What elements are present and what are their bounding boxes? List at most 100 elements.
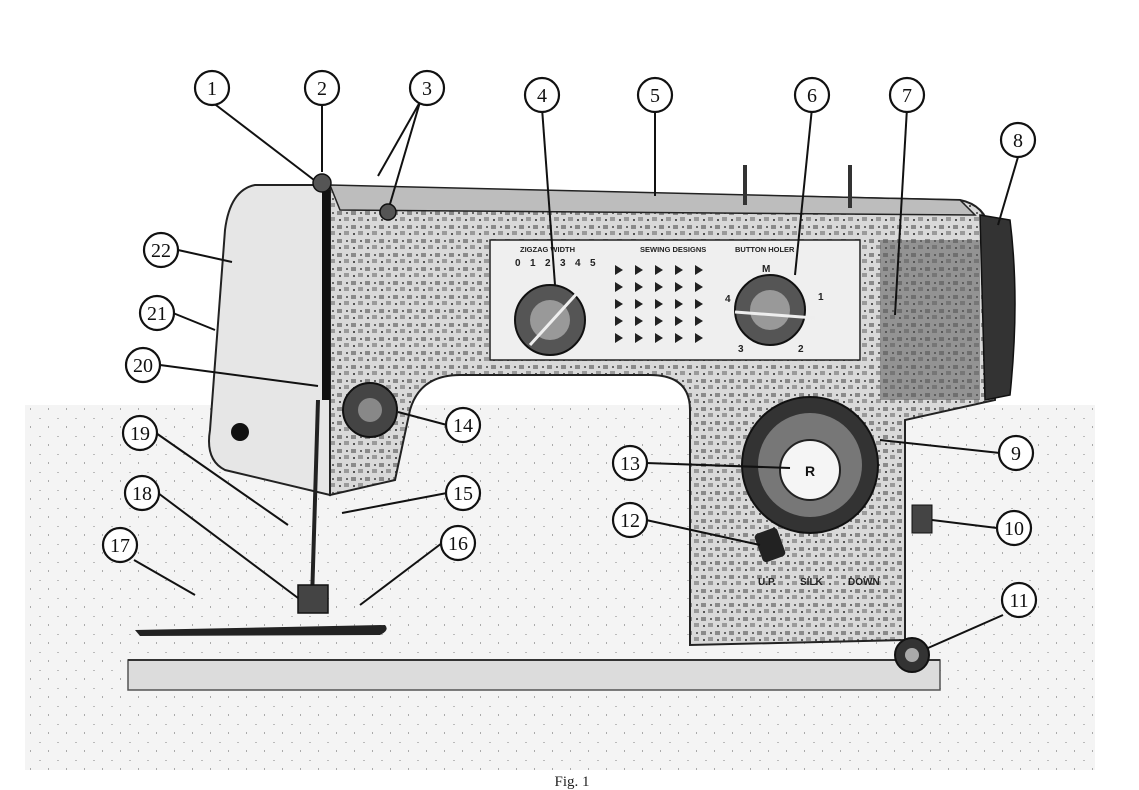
callout-circle — [193, 69, 231, 107]
callout-number: 22 — [151, 240, 171, 262]
callout-circle — [121, 414, 159, 452]
zigzag-scale-mark: 5 — [590, 258, 596, 269]
design-pattern-mark — [615, 316, 623, 326]
callout-number: 4 — [537, 85, 547, 107]
callout-1: 1 — [193, 69, 231, 107]
callout-circle — [997, 434, 1035, 472]
callout-circle — [636, 76, 674, 114]
callout-16: 16 — [439, 524, 477, 562]
callout-number: 21 — [147, 303, 167, 325]
zigzag-scale-mark: 3 — [560, 258, 566, 269]
callout-11: 11 — [1000, 581, 1038, 619]
sewing-designs-label: SEWING DESIGNS — [640, 245, 706, 254]
button-holer-mark-m: M — [762, 264, 770, 275]
design-pattern-mark — [655, 282, 663, 292]
design-pattern-mark — [615, 282, 623, 292]
design-pattern-mark — [655, 316, 663, 326]
callout-number: 10 — [1004, 518, 1024, 540]
callout-circle — [439, 524, 477, 562]
callout-17: 17 — [101, 526, 139, 564]
design-pattern-mark — [635, 333, 643, 343]
callout-4: 4 — [523, 76, 561, 114]
sewing-designs-grid — [615, 265, 703, 343]
callout-circle — [444, 474, 482, 512]
machine-base — [25, 405, 1095, 770]
callout-number: 18 — [132, 483, 152, 505]
zigzag-scale-mark: 4 — [575, 258, 581, 269]
callout-18: 18 — [123, 474, 161, 512]
callout-circle — [611, 501, 649, 539]
callout-14: 14 — [444, 406, 482, 444]
design-pattern-mark — [695, 316, 703, 326]
design-pattern-mark — [675, 299, 683, 309]
design-pattern-mark — [675, 265, 683, 275]
callout-number: 12 — [620, 510, 640, 532]
callout-number: 1 — [207, 78, 217, 100]
callout-circle — [101, 526, 139, 564]
callout-circle — [999, 121, 1037, 159]
leader-lines — [133, 101, 1019, 649]
callout-2: 2 — [303, 69, 341, 107]
callout-circle — [142, 231, 180, 269]
design-pattern-mark — [695, 333, 703, 343]
design-pattern-mark — [675, 282, 683, 292]
design-pattern-mark — [675, 333, 683, 343]
design-pattern-mark — [655, 333, 663, 343]
drop-feed-label-up: U.P. — [758, 577, 776, 588]
zigzag-width-label: ZIGZAG WIDTH — [520, 245, 575, 254]
button-holer-label: BUTTON HOLER — [735, 245, 795, 254]
callout-circle — [611, 444, 649, 482]
drop-feed-label-silk: SILK — [800, 577, 824, 588]
design-pattern-mark — [635, 316, 643, 326]
design-pattern-mark — [635, 282, 643, 292]
callout-15: 15 — [444, 474, 482, 512]
drop-feed-knob[interactable] — [754, 527, 787, 563]
design-pattern-mark — [655, 299, 663, 309]
callout-circle — [995, 509, 1033, 547]
callout-10: 10 — [995, 509, 1033, 547]
callout-circle — [888, 76, 926, 114]
callout-19: 19 — [121, 414, 159, 452]
callout-3: 3 — [408, 69, 446, 107]
button-holer-mark-2: 2 — [798, 344, 804, 355]
callout-circle — [123, 474, 161, 512]
design-pattern-mark — [655, 265, 663, 275]
callout-circle — [303, 69, 341, 107]
callout-number: 7 — [902, 85, 912, 107]
callout-circle — [1000, 581, 1038, 619]
callout-number: 9 — [1011, 443, 1021, 465]
callout-9: 9 — [997, 434, 1035, 472]
control-panel: ZIGZAG WIDTH SEWING DESIGNS BUTTON HOLER… — [489, 239, 861, 361]
callout-8: 8 — [999, 121, 1037, 159]
callout-circle — [138, 294, 176, 332]
callout-number: 15 — [453, 483, 473, 505]
callout-number: 3 — [422, 78, 432, 100]
design-pattern-mark — [675, 316, 683, 326]
callout-number: 6 — [807, 85, 817, 107]
reverse-button[interactable] — [779, 439, 841, 501]
drop-feed-label-down: DOWN — [848, 577, 880, 588]
callout-circle — [444, 406, 482, 444]
zigzag-scale-mark: 2 — [545, 258, 551, 269]
design-pattern-mark — [695, 299, 703, 309]
callout-number: 11 — [1009, 590, 1028, 612]
callout-number: 14 — [453, 415, 473, 437]
design-pattern-mark — [615, 333, 623, 343]
stitch-length-dial: R U.P. SILK DOWN — [741, 396, 880, 588]
callout-circle — [523, 76, 561, 114]
callout-circle — [793, 76, 831, 114]
button-holer-mark-1: 1 — [818, 292, 824, 303]
callout-22: 22 — [142, 231, 180, 269]
design-pattern-mark — [635, 299, 643, 309]
callout-number: 17 — [110, 535, 130, 557]
figure-caption: Fig. 1 — [554, 774, 589, 790]
design-pattern-mark — [695, 282, 703, 292]
callout-21: 21 — [138, 294, 176, 332]
power-switch[interactable] — [911, 504, 933, 534]
reverse-button-label: R — [805, 463, 815, 479]
button-holer-mark-4: 4 — [725, 294, 731, 305]
callout-number: 5 — [650, 85, 660, 107]
